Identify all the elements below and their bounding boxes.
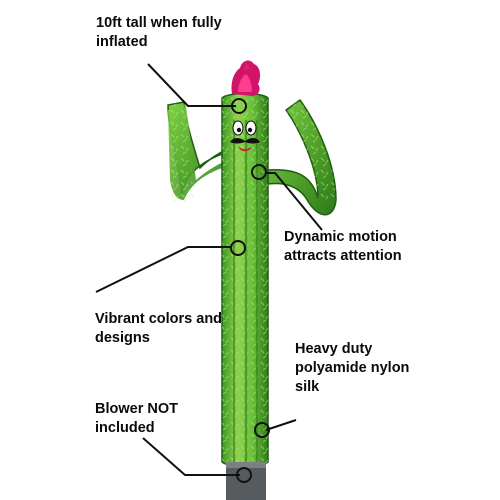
cactus-face: [230, 120, 260, 152]
callout-height: 10ft tall when fully inflated: [96, 14, 222, 52]
callout-blower-line1: Blower NOT: [95, 401, 178, 417]
callout-material-line3: silk: [295, 379, 320, 395]
motion-leader: [265, 172, 323, 231]
height-leader: [147, 63, 236, 107]
material-dot: [254, 422, 270, 438]
motion-dot: [251, 164, 267, 180]
height-dot: [231, 98, 247, 114]
callout-blower-line2: included: [95, 420, 155, 436]
callout-material-line1: Heavy duty: [295, 341, 373, 357]
callout-motion-line2: attracts attention: [284, 248, 402, 264]
callout-colors-line1: Vibrant colors and: [95, 311, 223, 327]
pink-flower: [231, 60, 261, 96]
callout-material: Heavy duty polyamide nylon silk: [295, 340, 409, 397]
callout-motion-line1: Dynamic motion: [284, 229, 397, 245]
material-leader: [265, 419, 297, 431]
callout-blower: Blower NOT included: [95, 400, 178, 438]
callout-material-line2: polyamide nylon: [295, 360, 410, 376]
colors-leader: [95, 246, 232, 293]
blower-dot: [236, 467, 252, 483]
callout-colors: Vibrant colors and designs: [95, 310, 222, 348]
callout-colors-line2: designs: [95, 330, 150, 346]
callout-motion: Dynamic motion attracts attention: [284, 228, 402, 266]
colors-dot: [230, 240, 246, 256]
blower-leader: [142, 437, 240, 476]
callout-height-line1: 10ft tall when fully: [96, 15, 222, 31]
callout-height-line2: inflated: [96, 34, 148, 50]
